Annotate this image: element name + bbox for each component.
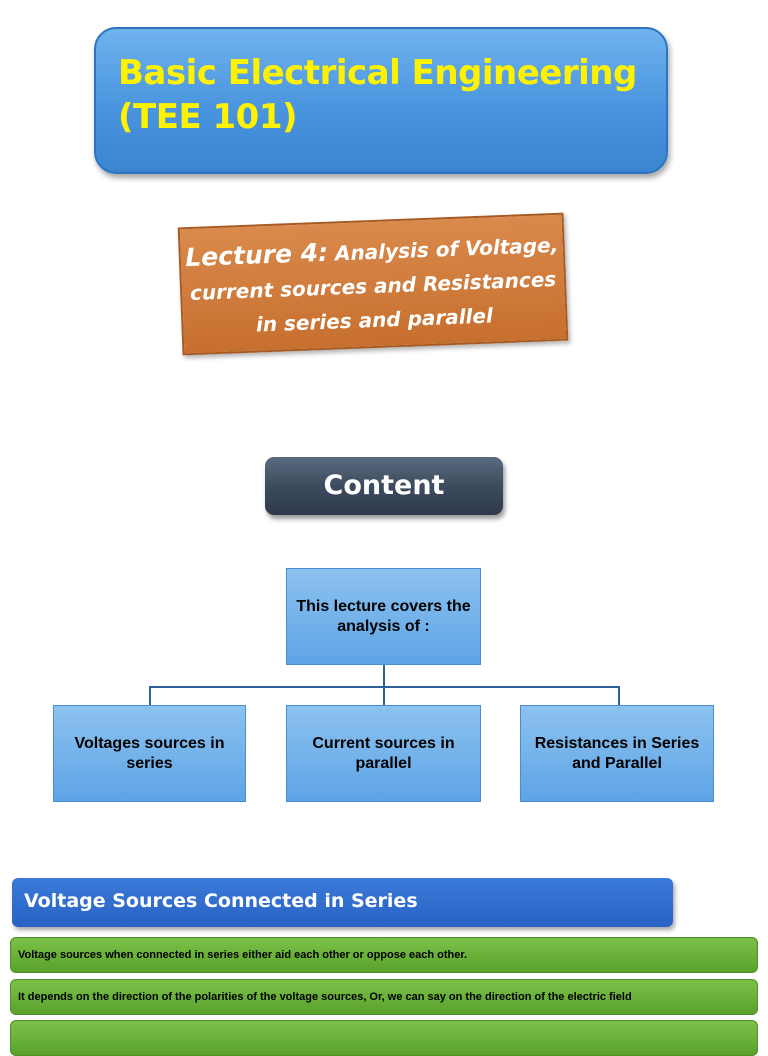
connector-root-down xyxy=(383,664,385,687)
org-child-current-sources: Current sources in parallel xyxy=(286,705,481,802)
org-root-node: This lecture covers the analysis of : xyxy=(286,568,481,665)
org-child-resistances: Resistances in Series and Parallel xyxy=(520,705,714,802)
bullet-bar-1: Voltage sources when connected in series… xyxy=(10,937,758,973)
lecture-banner: Lecture 4: Analysis of Voltage, current … xyxy=(177,212,569,356)
connector-left xyxy=(149,686,151,706)
section-header: Voltage Sources Connected in Series xyxy=(12,878,673,927)
title-box: Basic Electrical Engineering (TEE 101) xyxy=(94,27,668,174)
bullet-bar-2: It depends on the direction of the polar… xyxy=(10,979,758,1015)
org-child-voltage-sources: Voltages sources in series xyxy=(53,705,246,802)
content-heading: Content xyxy=(265,457,503,515)
page-title: Basic Electrical Engineering (TEE 101) xyxy=(118,53,637,137)
connector-right xyxy=(618,686,620,706)
lecture-line1: Analysis of Voltage, xyxy=(327,232,559,266)
connector-middle xyxy=(383,686,385,706)
bullet-bar-3 xyxy=(10,1020,758,1056)
lecture-banner-text: Lecture 4: Analysis of Voltage, current … xyxy=(180,227,566,345)
lecture-number: Lecture 4: xyxy=(184,237,329,273)
